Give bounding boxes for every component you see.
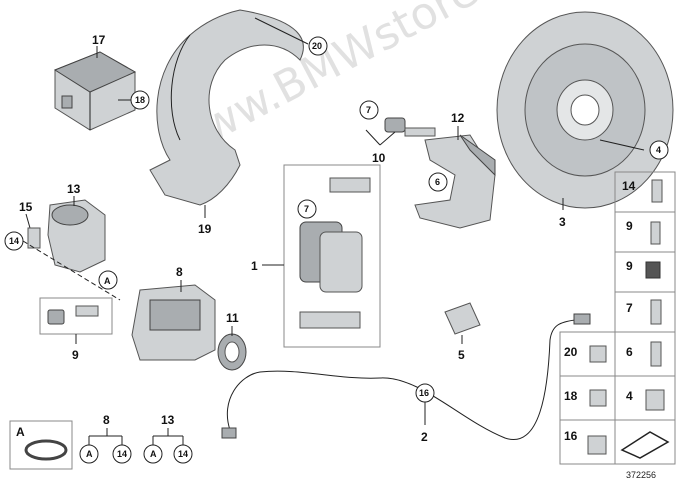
nut-20-icon[interactable]	[589, 345, 607, 363]
hardware-14: 14	[622, 179, 636, 193]
callout-5: 5	[458, 348, 465, 362]
brake-pad-group-box	[283, 164, 381, 348]
bolt-14-icon[interactable]	[651, 179, 663, 203]
group-8-left: A	[86, 449, 93, 459]
hardware-table: 14 9 9 7 20 6 18 4 16	[559, 171, 676, 465]
parking-brake-motor-part-13[interactable]	[47, 199, 106, 273]
hardware-18: 18	[564, 389, 578, 403]
callout-17: 17	[92, 33, 106, 47]
inset-A-box	[9, 420, 73, 470]
diagram-number: 372256	[626, 470, 656, 480]
callout-16: 16	[419, 388, 429, 398]
group-13-left: A	[150, 449, 157, 459]
hardware-6: 6	[626, 345, 633, 359]
group-8-label: 8	[103, 413, 110, 427]
callout-2: 2	[421, 430, 428, 444]
group-8-right: 14	[117, 449, 127, 459]
brake-caliper-part-8[interactable]	[131, 284, 216, 361]
brake-pads-part-1[interactable]	[299, 177, 371, 329]
brake-disc-part-3[interactable]	[496, 11, 674, 209]
callout-8: 8	[176, 265, 183, 279]
hardware-4: 4	[626, 389, 633, 403]
cap-9-icon[interactable]	[645, 261, 661, 279]
callout-4: 4	[656, 145, 661, 155]
group-13-label: 13	[161, 413, 175, 427]
callout-7-top: 7	[366, 105, 371, 115]
bolt-6-icon[interactable]	[650, 341, 662, 367]
callout-18: 18	[135, 95, 145, 105]
wear-sensor-cable-part-2[interactable]	[221, 313, 591, 441]
hardware-16: 16	[564, 429, 578, 443]
o-ring-part-A[interactable]	[24, 439, 68, 461]
seal-ring-part-11[interactable]	[217, 333, 247, 371]
callout-9: 9	[72, 348, 79, 362]
hardware-9b: 9	[626, 259, 633, 273]
hardware-20: 20	[564, 345, 578, 359]
group-kit-8: 8 A 14	[79, 413, 132, 464]
callout-1: 1	[251, 259, 258, 273]
callout-15: 15	[19, 200, 33, 214]
hardware-9a: 9	[626, 219, 633, 233]
callout-A-left: A	[104, 276, 111, 286]
callout-19: 19	[198, 222, 212, 236]
callout-12: 12	[451, 111, 465, 125]
callout-3: 3	[559, 215, 566, 229]
callout-13: 13	[67, 182, 81, 196]
bolt-7-icon[interactable]	[650, 299, 662, 325]
bleeder-part-9[interactable]	[47, 305, 99, 325]
callout-10: 10	[372, 151, 386, 165]
callout-7-pads: 7	[304, 204, 309, 214]
callout-20: 20	[312, 41, 322, 51]
wear-indicator-part-5[interactable]	[444, 302, 481, 335]
nut-18-icon[interactable]	[589, 389, 607, 407]
guide-bolt-part-7[interactable]	[384, 117, 436, 137]
bleeder-9-icon[interactable]	[650, 221, 661, 245]
dust-shield-part-19[interactable]	[149, 9, 304, 206]
callout-11: 11	[226, 311, 239, 325]
shim-icon	[620, 431, 670, 459]
callout-6: 6	[435, 177, 440, 187]
group-kit-13: 13 A 14	[143, 413, 193, 464]
bolt-4-icon[interactable]	[645, 389, 665, 411]
callout-14-left: 14	[9, 236, 19, 246]
inset-A-label: A	[16, 425, 25, 439]
clip-16-icon[interactable]	[587, 435, 607, 455]
callout-18-circle	[130, 90, 150, 110]
caliper-carrier-part-12[interactable]	[414, 134, 496, 229]
group-13-right: 14	[178, 449, 188, 459]
control-unit-part-17[interactable]	[53, 51, 137, 131]
hardware-7: 7	[626, 301, 633, 315]
bracket-part-15[interactable]	[27, 227, 41, 249]
